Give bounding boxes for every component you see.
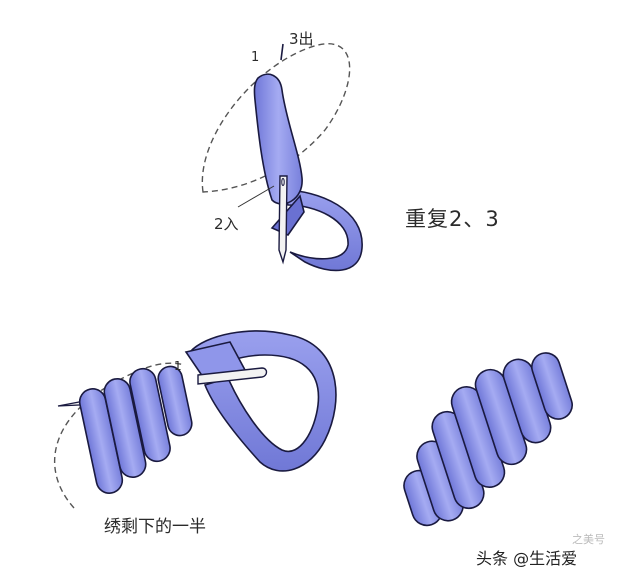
stitch-4 xyxy=(157,365,193,437)
pointer-2in xyxy=(237,185,275,208)
top-step-diagram xyxy=(201,43,363,272)
bottom-left-diagram xyxy=(53,330,337,509)
label-step-1-bottom: 1 xyxy=(174,359,182,373)
label-step-2-in: 2入 xyxy=(214,215,239,233)
leaf-stitch-7 xyxy=(531,352,573,420)
needle-top xyxy=(278,175,288,265)
needle-bottom xyxy=(197,367,268,385)
needle-eye-top xyxy=(281,178,285,186)
needle-out-3 xyxy=(280,43,284,61)
ribbon-loop-back xyxy=(280,189,363,272)
ribbon-top-strip xyxy=(253,73,303,205)
bottom-right-finished-leaf xyxy=(403,352,573,527)
finished-stitches-left xyxy=(78,365,193,494)
label-embroider-half: 绣剩下的一半 xyxy=(104,517,206,537)
watermark-seal: 之美号 xyxy=(572,533,605,546)
watermark-text: 头条 @生活爱 xyxy=(476,549,578,568)
label-step-1: 1 xyxy=(251,50,260,65)
ribbon-large-loop xyxy=(189,330,337,472)
stitch-3 xyxy=(129,367,171,463)
label-step-3-out: 3出 xyxy=(289,30,314,48)
label-repeat-steps: 重复2、3 xyxy=(405,207,500,231)
stitch-2 xyxy=(103,378,147,478)
